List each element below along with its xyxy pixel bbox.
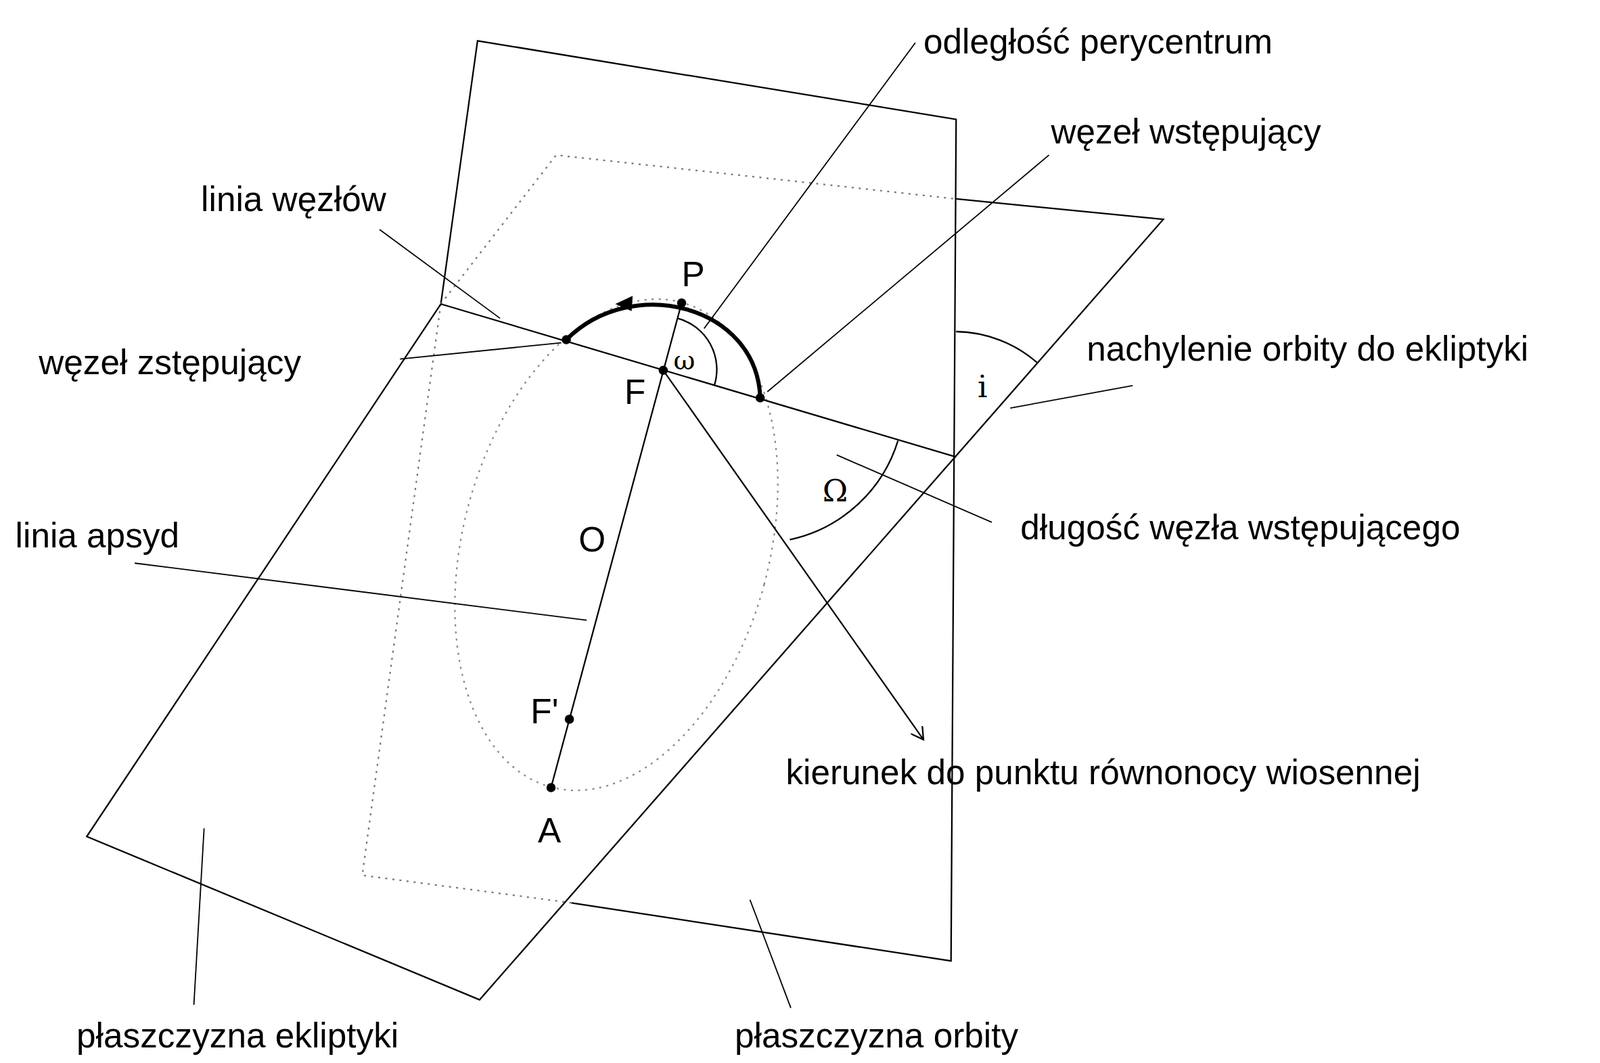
point-label: A: [537, 811, 561, 852]
line-of-apsides: [550, 303, 682, 788]
callout-label: długość węzła wstępującego: [1020, 508, 1460, 548]
point: [561, 334, 571, 345]
leader-line: [750, 899, 791, 1009]
leader-line: [704, 42, 916, 329]
callout-label: linia apsyd: [15, 516, 180, 557]
callout-label: kierunek do punktu równonocy wiosennej: [785, 752, 1421, 793]
orbit-ellipse: [403, 262, 829, 827]
callout-label: płaszczyzna ekliptyki: [76, 1016, 399, 1057]
leader-line: [767, 154, 1049, 392]
point: [564, 714, 575, 724]
orbit-direction-arrow: [614, 295, 633, 312]
leader-line: [836, 454, 992, 523]
point: [546, 782, 557, 793]
line-of-nodes: [441, 303, 957, 457]
callout-label: odległość perycentrum: [923, 22, 1273, 63]
callout-label: płaszczyzna orbity: [734, 1016, 1019, 1057]
angle-label: i: [977, 369, 988, 405]
node-longitude-arc: [789, 440, 898, 540]
leader-line: [399, 343, 561, 360]
leader-line: [194, 828, 205, 1005]
vernal-direction: [663, 370, 924, 740]
orbit-plane-hidden: [361, 303, 571, 903]
point-label: F': [530, 692, 559, 733]
point: [677, 298, 687, 308]
orbit-plane: [441, 40, 957, 961]
angle-label: Ω: [822, 473, 848, 509]
leader-line: [379, 229, 500, 318]
callout-label: linia węzłów: [200, 179, 387, 220]
point-label: P: [681, 255, 705, 295]
point: [755, 393, 766, 403]
leader-line: [134, 562, 587, 620]
inclination-arc: [955, 331, 1038, 364]
callout-label: węzeł zstępujący: [38, 343, 302, 383]
point-label: F: [624, 372, 646, 413]
callout-label: nachylenie orbity do ekliptyki: [1086, 329, 1529, 370]
angle-label: ω: [673, 345, 696, 376]
ecliptic-plane: [86, 198, 1163, 1000]
point: [658, 366, 669, 376]
ecliptic-plane-hidden: [441, 154, 957, 304]
orbit-arc: [566, 304, 761, 398]
leader-line: [1010, 385, 1133, 408]
point-label: O: [578, 520, 606, 561]
callout-label: węzeł wstępujący: [1051, 112, 1322, 153]
